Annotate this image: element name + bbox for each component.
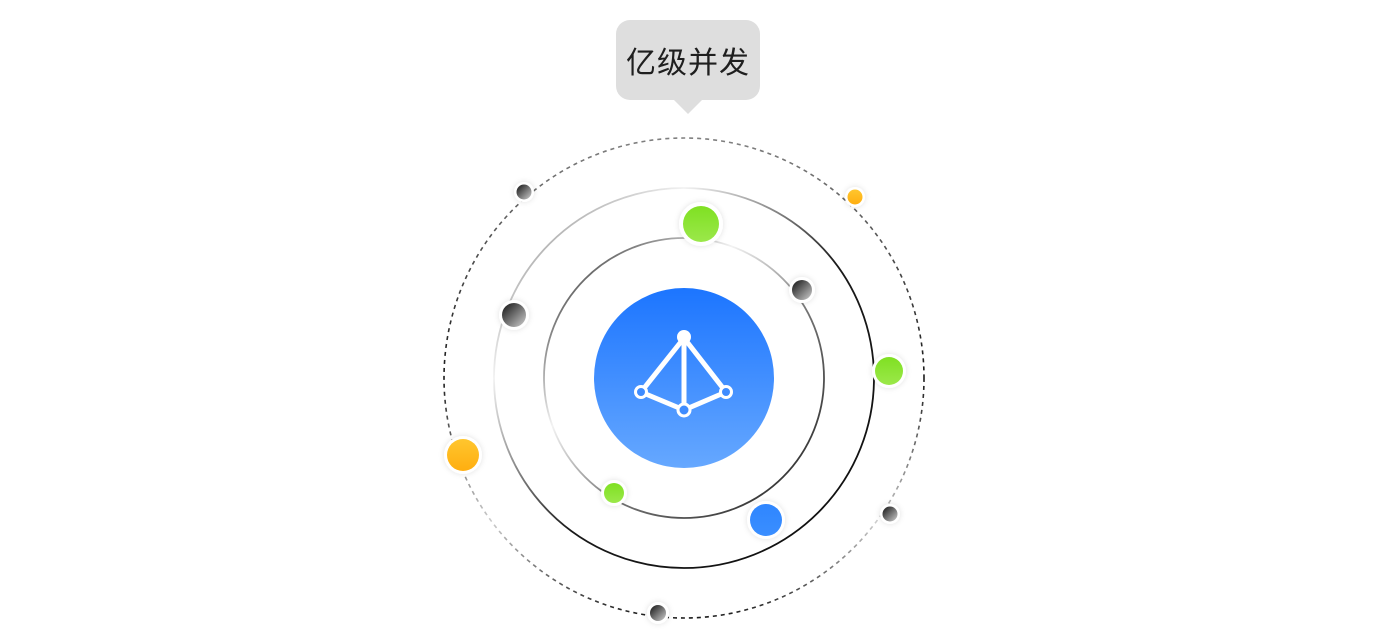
orbit-ring-outer — [443, 137, 925, 619]
satellite-yellow-left — [444, 436, 482, 474]
satellite-dark-left — [499, 300, 529, 330]
satellite-blue-bottom — [747, 501, 785, 539]
satellite-dark-bottom — [647, 602, 669, 624]
satellite-green-right — [872, 354, 906, 388]
satellite-dark-inner-right — [789, 277, 815, 303]
satellite-yellow-top-right — [845, 187, 865, 207]
satellite-dark-bottom-right — [880, 504, 900, 524]
satellite-green-top — [679, 202, 723, 246]
satellite-dark-top-left — [514, 182, 534, 202]
satellite-green-inner-bottom — [601, 480, 627, 506]
network-triangle-icon — [634, 330, 733, 418]
feature-tooltip: 亿级并发 — [616, 20, 760, 114]
tooltip-label: 亿级并发 — [626, 46, 750, 81]
orbit-ring-inner — [543, 237, 825, 519]
